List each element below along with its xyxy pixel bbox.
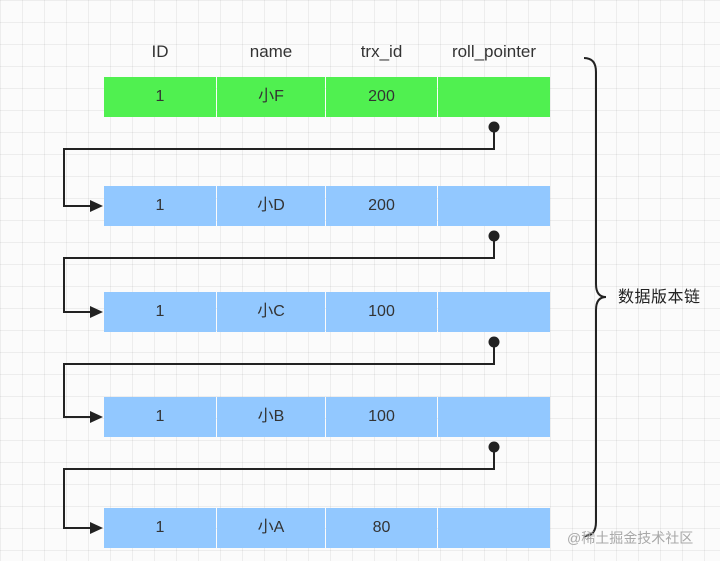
row-3-id-cell: 1 (104, 292, 216, 332)
row-5-name-cell: 小A (217, 508, 325, 548)
row-1-trx-id-cell: 200 (326, 77, 437, 117)
pointer-dot-1 (488, 121, 500, 133)
header-name: name (249, 42, 293, 61)
row-1-roll-pointer-cell (438, 77, 550, 117)
row-5-trx-id-cell: 80 (326, 508, 437, 548)
roll-pointer-link-2 (63, 236, 495, 313)
row-3-name-cell: 小C (217, 292, 325, 332)
row-3-trx-id-cell: 100 (326, 292, 437, 332)
pointer-dot-3 (488, 336, 500, 348)
row-5-roll-pointer-cell (438, 508, 550, 548)
row-1-id-cell: 1 (104, 77, 216, 117)
header-id: ID (151, 42, 169, 61)
row-2-id-cell: 1 (104, 186, 216, 226)
roll-pointer-link-3 (63, 342, 495, 418)
arrow-head-2 (90, 306, 103, 318)
header-roll-pointer: roll_pointer (451, 42, 537, 61)
arrow-head-3 (90, 411, 103, 423)
row-3-roll-pointer-cell (438, 292, 550, 332)
row-2-trx-id-cell: 200 (326, 186, 437, 226)
pointer-dot-4 (488, 441, 500, 453)
header-trx-id: trx_id (360, 42, 403, 61)
row-4-id-cell: 1 (104, 397, 216, 437)
arrow-head-4 (90, 522, 103, 534)
pointer-dot-2 (488, 230, 500, 242)
version-chain-brace (583, 57, 607, 537)
row-1-name-cell: 小F (217, 77, 325, 117)
row-2-roll-pointer-cell (438, 186, 550, 226)
row-5-id-cell: 1 (104, 508, 216, 548)
row-4-trx-id-cell: 100 (326, 397, 437, 437)
row-4-roll-pointer-cell (438, 397, 550, 437)
chain-label: 数据版本链 (618, 289, 701, 306)
row-2-name-cell: 小D (217, 186, 325, 226)
arrow-head-1 (90, 200, 103, 212)
roll-pointer-link-1 (63, 127, 495, 207)
watermark: @稀土掘金技术社区 (567, 530, 694, 546)
row-4-name-cell: 小B (217, 397, 325, 437)
roll-pointer-link-4 (63, 447, 495, 529)
